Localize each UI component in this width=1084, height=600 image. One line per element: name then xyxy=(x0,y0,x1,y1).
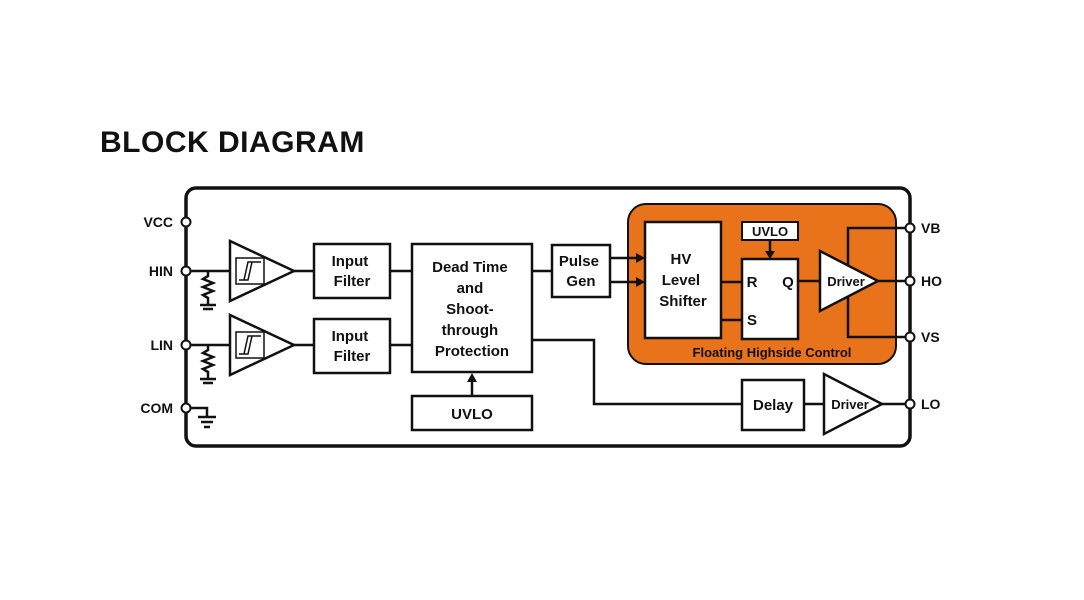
pin-lo-label: LO xyxy=(921,396,941,412)
delay-label: Delay xyxy=(753,397,794,414)
pin-hin-circle xyxy=(180,265,192,277)
pin-lin: LIN xyxy=(150,337,192,353)
input-filter-hin-label: Input Filter xyxy=(332,253,373,290)
pin-vs-label: VS xyxy=(921,329,940,345)
wire-vb-rail xyxy=(846,226,905,266)
driver-high-label: Driver xyxy=(827,274,865,289)
pin-ho-circle xyxy=(904,275,916,287)
latch-r-label: R xyxy=(747,274,758,291)
pin-ho: HO xyxy=(904,273,942,289)
pin-lin-label: LIN xyxy=(150,337,173,353)
latch-q-label: Q xyxy=(782,274,794,291)
input-filter-lin-label: Input Filter xyxy=(332,328,373,365)
pin-ho-label: HO xyxy=(921,273,942,289)
pulse-gen-block xyxy=(550,243,612,299)
driver-low-block xyxy=(822,371,885,437)
pulse-gen-label: Pulse Gen xyxy=(559,253,603,290)
pin-com-label: COM xyxy=(140,400,173,416)
driver-low-label: Driver xyxy=(831,397,869,412)
pin-vs: VS xyxy=(904,329,940,345)
dead-time-label: Dead Time and Shoot- through Protection xyxy=(432,259,512,360)
wire-uvlo-deadtime xyxy=(467,373,477,396)
pin-vcc: VCC xyxy=(143,214,192,230)
uvlo-low-block xyxy=(410,394,534,432)
diagram-title: BLOCK DIAGRAM xyxy=(100,126,365,159)
uvlo-low-label: UVLO xyxy=(451,406,493,423)
ground-icon xyxy=(191,406,216,429)
lin-pulldown-resistor xyxy=(191,343,230,385)
wire-uvlo-latch xyxy=(765,240,775,259)
pin-lo: LO xyxy=(904,396,941,412)
latch-s-label: S xyxy=(747,312,757,329)
input-filter-hin-block xyxy=(312,242,392,300)
pin-com: COM xyxy=(140,400,192,416)
pin-hin-label: HIN xyxy=(149,263,173,279)
hin-pulldown-resistor xyxy=(191,269,230,311)
pin-vs-circle xyxy=(904,331,916,343)
wire-pulsegen-shifter xyxy=(610,253,645,287)
pin-lin-circle xyxy=(180,339,192,351)
pin-lo-circle xyxy=(904,398,916,410)
hv-level-shifter-block xyxy=(643,220,723,340)
wire-deadtime-delay xyxy=(532,338,742,406)
pin-hin: HIN xyxy=(149,263,192,279)
pin-vb: VB xyxy=(904,220,940,236)
pin-com-circle xyxy=(180,402,192,414)
hv-level-shifter-label: HV Level Shifter xyxy=(659,251,707,310)
pin-vcc-circle xyxy=(180,216,192,228)
hin-schmitt-comparator xyxy=(228,239,297,303)
floating-highside-label: Floating Highside Control xyxy=(693,345,852,360)
pin-vb-circle xyxy=(904,222,916,234)
lin-schmitt-comparator xyxy=(228,313,297,377)
pin-vb-label: VB xyxy=(921,220,940,236)
uvlo-high-label: UVLO xyxy=(752,224,788,239)
rs-latch-block xyxy=(740,257,800,341)
dead-time-block xyxy=(410,242,534,374)
wire-vs-rail xyxy=(846,296,905,339)
pin-vcc-label: VCC xyxy=(143,214,173,230)
